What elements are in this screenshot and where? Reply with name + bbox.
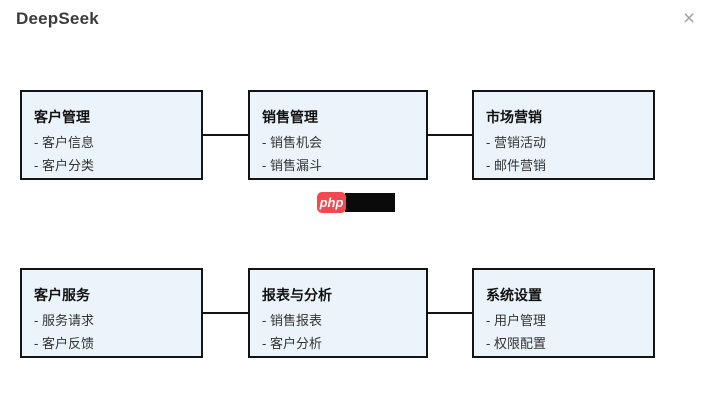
connector-line (203, 312, 248, 314)
flow-node-system-settings: 系统设置 - 用户管理 - 权限配置 (472, 268, 655, 358)
connector-line (203, 134, 248, 136)
php-badge-icon: php (317, 192, 346, 213)
node-item: - 客户信息 (34, 135, 94, 150)
node-title: 销售管理 (262, 109, 318, 125)
node-item: - 权限配置 (486, 336, 546, 351)
watermark-black-bar (345, 193, 395, 212)
node-item: - 营销活动 (486, 135, 546, 150)
flow-node-sales-management: 销售管理 - 销售机会 - 销售漏斗 (248, 90, 428, 180)
node-item: - 客户分析 (262, 336, 322, 351)
node-item: - 销售机会 (262, 135, 322, 150)
close-icon[interactable]: × (682, 6, 696, 30)
node-item: - 销售漏斗 (262, 158, 322, 173)
flow-node-marketing: 市场营销 - 营销活动 - 邮件营销 (472, 90, 655, 180)
node-item: - 销售报表 (262, 313, 322, 328)
node-title: 报表与分析 (262, 287, 332, 303)
connector-line (428, 134, 472, 136)
node-item: - 邮件营销 (486, 158, 546, 173)
node-item: - 服务请求 (34, 313, 94, 328)
flow-node-customer-service: 客户服务 - 服务请求 - 客户反馈 (20, 268, 203, 358)
connector-line (428, 312, 472, 314)
php-cn-watermark-logo: php (317, 192, 395, 213)
node-title: 市场营销 (486, 109, 542, 125)
node-item: - 客户反馈 (34, 336, 94, 351)
page-title: DeepSeek (16, 9, 99, 28)
node-item: - 客户分类 (34, 158, 94, 173)
node-title: 系统设置 (486, 287, 542, 303)
flow-node-customer-management: 客户管理 - 客户信息 - 客户分类 (20, 90, 203, 180)
flow-node-reports-analysis: 报表与分析 - 销售报表 - 客户分析 (248, 268, 428, 358)
node-title: 客户管理 (34, 109, 90, 125)
node-title: 客户服务 (34, 287, 90, 303)
node-item: - 用户管理 (486, 313, 546, 328)
